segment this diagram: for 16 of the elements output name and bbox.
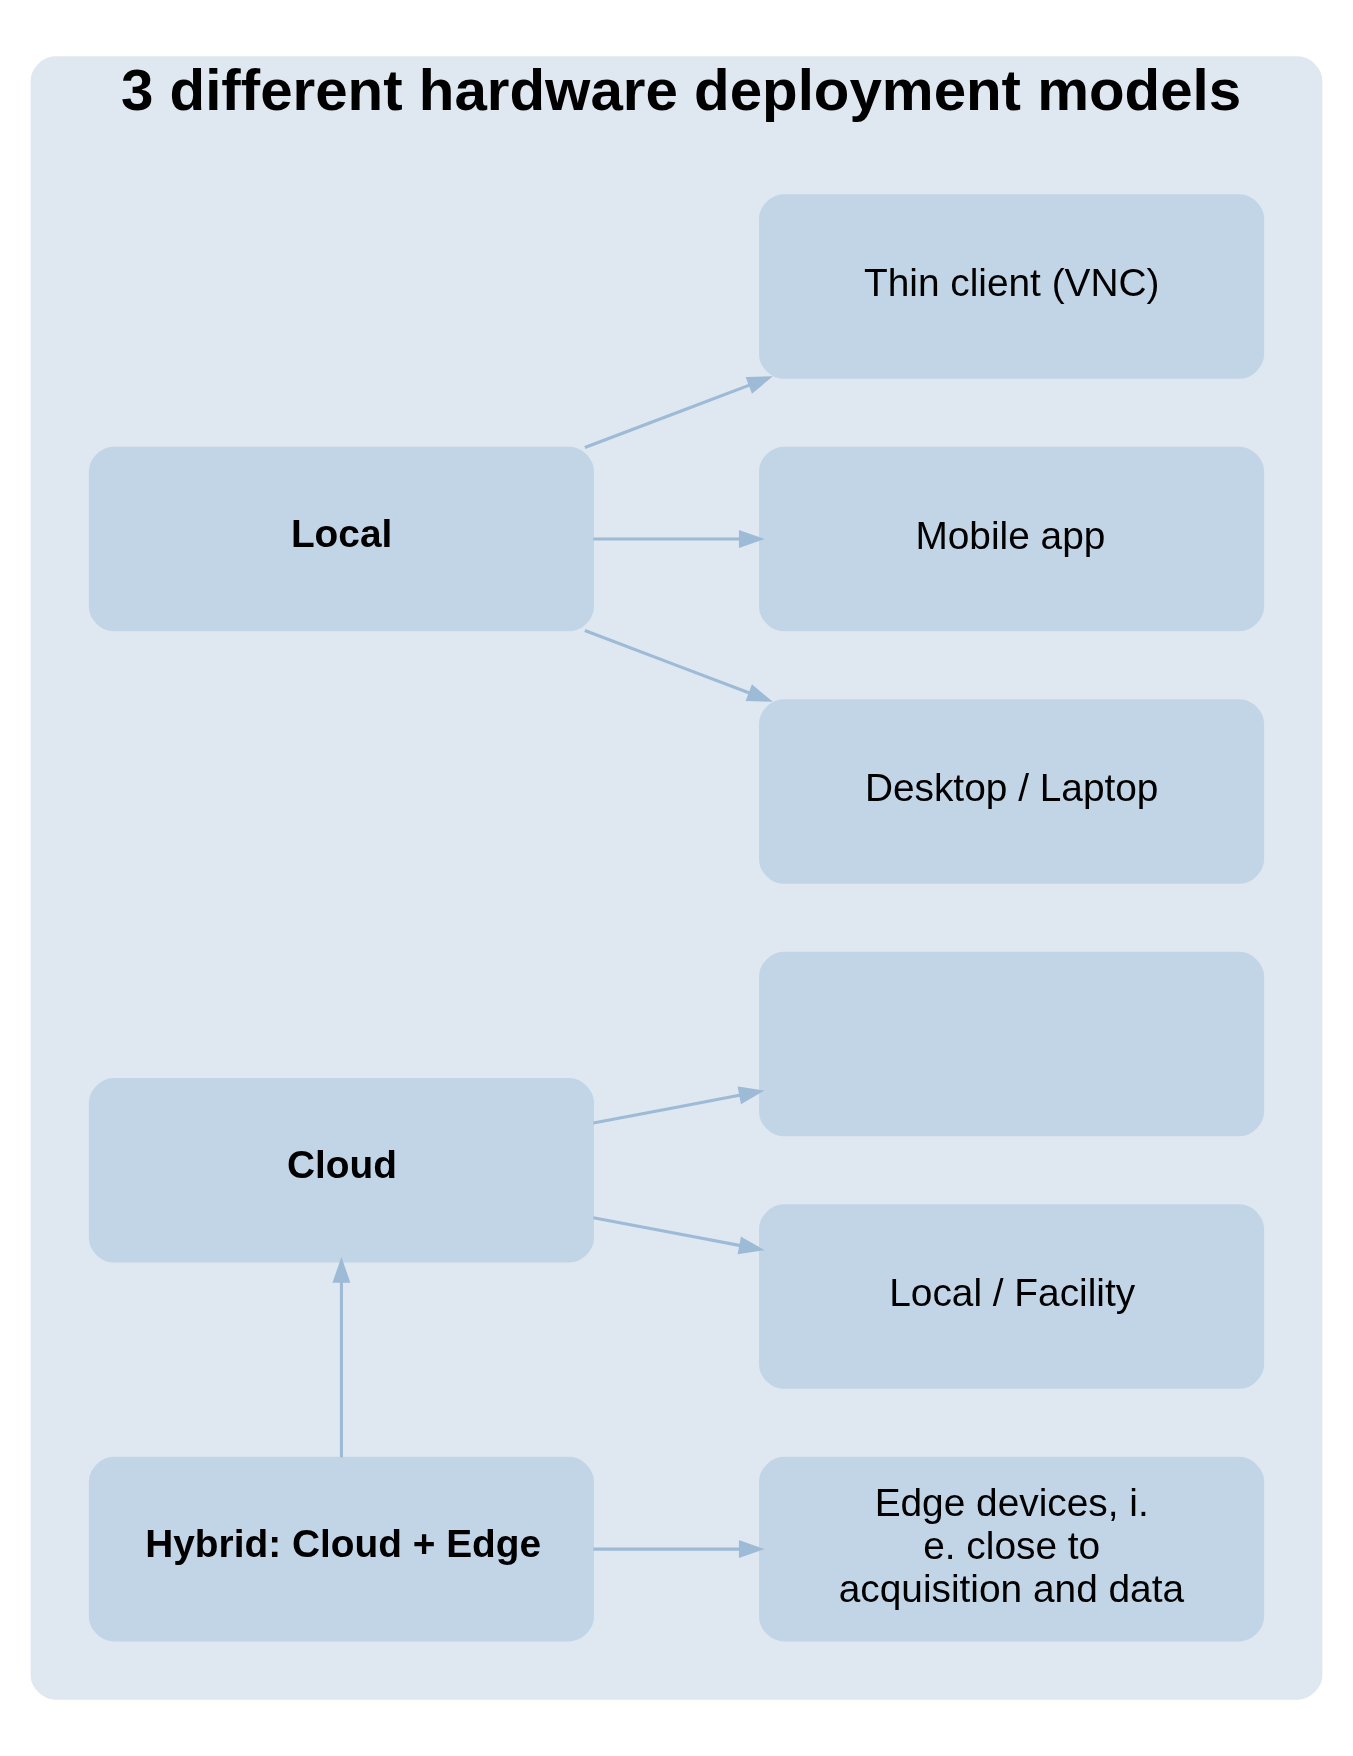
node-box: Hybrid: Cloud + Edge xyxy=(88,1456,594,1642)
arrow xyxy=(332,1257,351,1458)
node-box: Local xyxy=(88,446,594,632)
arrow xyxy=(593,1086,765,1125)
arrow xyxy=(593,530,765,549)
node-box: Edge devices, i. e. close to acquisition and data xyxy=(759,1456,1265,1642)
node-box: Thin client (VNC) xyxy=(759,194,1265,379)
arrow xyxy=(593,1216,765,1255)
node-box: Cloud xyxy=(88,1078,594,1263)
node-box: Desktop / Laptop xyxy=(759,699,1265,884)
node-box: Local / Facility xyxy=(759,1204,1265,1389)
node-box xyxy=(759,951,1265,1137)
arrow xyxy=(584,629,773,702)
arrow xyxy=(593,1540,765,1559)
arrow xyxy=(584,376,773,449)
node-box: Mobile app xyxy=(759,446,1265,632)
